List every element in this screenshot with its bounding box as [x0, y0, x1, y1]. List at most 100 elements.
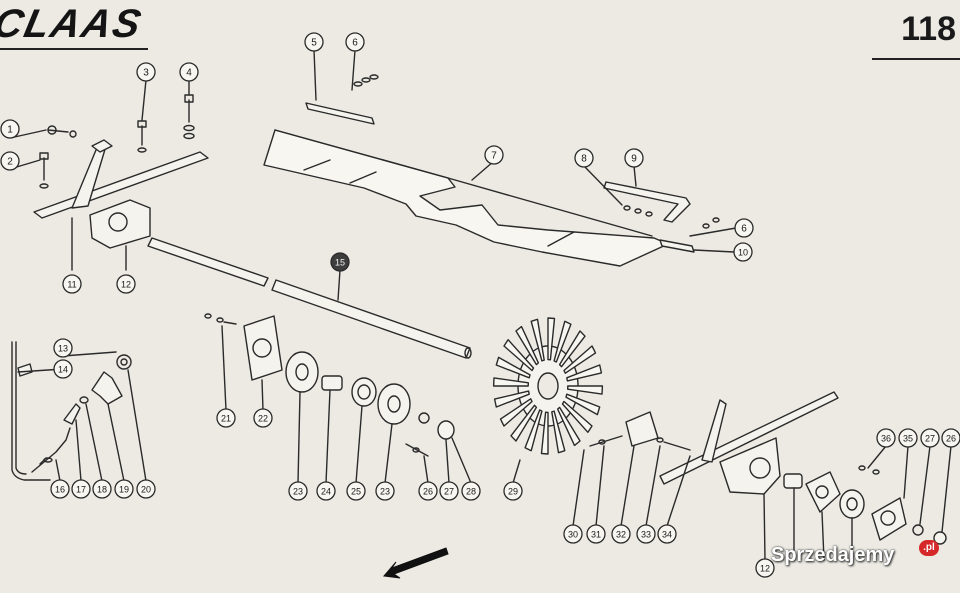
callout-c32: 32: [611, 524, 631, 544]
callout-circle: [574, 148, 594, 168]
fan-blade: [566, 364, 603, 382]
fan-blade: [551, 410, 566, 454]
callout-number: 6: [741, 224, 747, 235]
callout-circle: [136, 479, 156, 499]
callout-c36: 36: [876, 428, 896, 448]
callout-c15: 15: [330, 252, 350, 272]
callout-number: 2: [7, 157, 13, 168]
callout-number: 35: [903, 434, 913, 444]
callout-number: 31: [591, 530, 601, 540]
fan-blade: [495, 356, 531, 379]
callout-c14: 14: [53, 359, 73, 379]
callout-circle: [375, 481, 395, 501]
watermark-text: Sprzedajemy: [771, 544, 895, 566]
callout-c24: 24: [316, 481, 336, 501]
callout-c35: 35: [898, 428, 918, 448]
callout-c33: 33: [636, 524, 656, 544]
callout-circle: [50, 479, 70, 499]
callout-c3: 3: [136, 62, 156, 82]
callout-number: 26: [423, 487, 433, 497]
callout-c10: 10: [733, 242, 753, 262]
callout-c29: 29: [503, 481, 523, 501]
callout-number: 1: [7, 125, 13, 136]
callout-c13: 13: [53, 338, 73, 358]
callout-number: 27: [925, 434, 935, 444]
callout-number: 25: [351, 487, 361, 497]
callout-number: 4: [186, 68, 192, 79]
callout-circle: [461, 481, 481, 501]
callout-number: 32: [616, 530, 626, 540]
fan-center-bore: [537, 372, 559, 400]
fan-blade: [561, 400, 593, 433]
fan-blade: [558, 330, 586, 368]
callout-number: 7: [491, 151, 497, 162]
drive-shaft: [147, 237, 472, 359]
callout-circle: [136, 62, 156, 82]
callout-number: 33: [641, 530, 651, 540]
callout-number: 24: [321, 487, 331, 497]
callout-c27b: 27: [920, 428, 940, 448]
page-number-underline: [872, 58, 960, 60]
direction-arrow: [383, 547, 449, 579]
callout-c26b: 26: [941, 428, 960, 448]
callout-circle: [439, 481, 459, 501]
fan-blade: [492, 377, 529, 387]
callout-c28a: 28: [461, 481, 481, 501]
callout-c12a: 12: [116, 274, 136, 294]
callout-number: 12: [121, 280, 131, 290]
callout-circle: [62, 274, 82, 294]
callout-number: 22: [258, 414, 268, 424]
callout-number: 19: [119, 485, 129, 495]
callout-c31: 31: [586, 524, 606, 544]
callout-number: 36: [881, 434, 891, 444]
top-plate-assembly: [305, 49, 379, 125]
fan-blade: [524, 409, 543, 452]
callout-c5: 5: [304, 32, 324, 52]
fan-blade: [563, 345, 597, 374]
callout-circle: [288, 481, 308, 501]
callout-circle: [179, 62, 199, 82]
bearing-plate: [204, 313, 283, 411]
callout-number: 5: [311, 38, 317, 49]
callout-number: 20: [141, 485, 151, 495]
callout-circle: [734, 218, 754, 238]
callout-number: 8: [581, 154, 587, 165]
callout-c1: 1: [0, 119, 20, 139]
callout-circle: [304, 32, 324, 52]
bearing-stack: [285, 351, 472, 484]
callout-circle: [53, 359, 73, 379]
callout-circle: [563, 524, 583, 544]
callout-number: 9: [631, 154, 637, 165]
callout-circle: [253, 408, 273, 428]
callout-circle: [116, 274, 136, 294]
callout-number: 13: [58, 344, 68, 354]
callout-circle: [216, 408, 236, 428]
left-bracket-assembly: [9, 79, 209, 271]
callout-number: 29: [508, 487, 518, 497]
callout-c9: 9: [624, 148, 644, 168]
fan-blade: [499, 398, 533, 427]
callout-number: 18: [97, 485, 107, 495]
callout-number: 11: [67, 280, 76, 290]
callout-number: 23: [380, 487, 390, 497]
fan-blade: [553, 320, 572, 363]
fan-blade: [547, 317, 556, 361]
page-number: 118: [901, 10, 956, 48]
callout-c6a: 6: [345, 32, 365, 52]
callout-c27a: 27: [439, 481, 459, 501]
fan-blade: [530, 318, 545, 362]
callout-circle: [920, 428, 940, 448]
callout-circle: [624, 148, 644, 168]
logo-underline: [0, 48, 148, 50]
callout-number: 6: [352, 38, 358, 49]
right-bar-assembly: [583, 165, 737, 253]
callout-circle: [345, 32, 365, 52]
fan-blade: [565, 393, 601, 416]
callout-circle: [876, 428, 896, 448]
callout-circle: [71, 479, 91, 499]
callout-circle: [53, 338, 73, 358]
callout-number: 16: [55, 485, 65, 495]
